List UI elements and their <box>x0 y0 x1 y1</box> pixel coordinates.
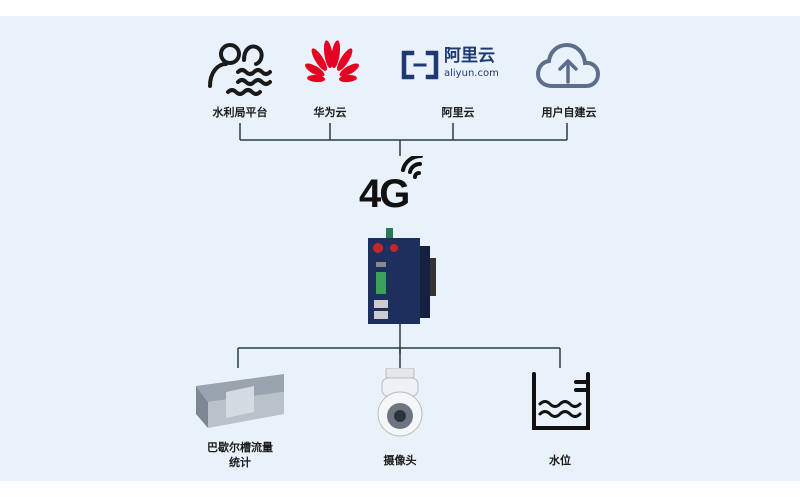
dome-camera-icon <box>374 367 426 438</box>
aliyun-logo-subtext: aliyun.com <box>444 68 499 79</box>
cloud-upload-icon <box>534 40 602 94</box>
platform-label-aliyun: 阿里云 <box>441 106 475 119</box>
platform-label-water-bureau: 水利局平台 <box>212 106 268 119</box>
gateway-device-icon <box>362 228 440 324</box>
water-bureau-icon <box>200 38 276 98</box>
huawei-logo-icon <box>302 40 362 92</box>
connector-lines <box>237 123 568 368</box>
aliyun-logo-icon: 阿里云 aliyun.com <box>400 46 522 82</box>
platform-label-huawei: 华为云 <box>313 106 347 119</box>
device-label-camera: 摄像头 <box>383 454 417 467</box>
device-label-flume: 巴歇尔槽流量 统计 <box>207 440 273 470</box>
device-label-flume-line1: 巴歇尔槽流量 <box>207 441 273 454</box>
aliyun-logo-text: 阿里云 <box>444 46 495 66</box>
device-label-water-level: 水位 <box>549 454 571 467</box>
diagram-canvas: 水利局平台 华为云 阿里云 aliyun.com <box>0 16 800 481</box>
device-label-flume-line2: 统计 <box>229 456 251 469</box>
platform-label-self-built-cloud: 用户自建云 <box>541 106 597 119</box>
water-level-icon <box>530 370 592 432</box>
signal-icon: 4G <box>355 153 445 220</box>
network-label-4g: 4G <box>359 172 410 216</box>
parshall-flume-icon <box>192 368 288 432</box>
